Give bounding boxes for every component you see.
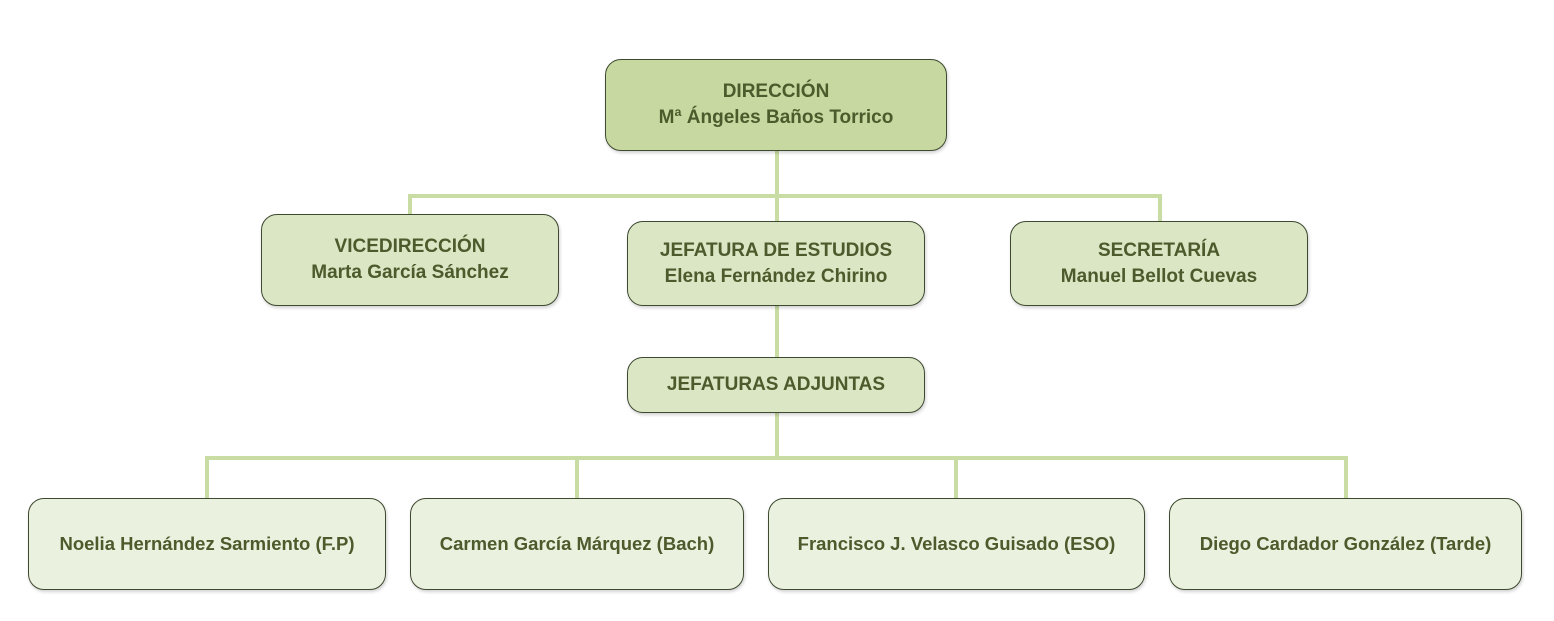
node-vicedireccion-name: Marta García Sánchez [311, 262, 509, 283]
node-vicedireccion: VICEDIRECCIÓN Marta García Sánchez [261, 214, 559, 306]
node-adjunto-diego: Diego Cardador González (Tarde) [1169, 498, 1522, 590]
node-adjunto-label: Noelia Hernández Sarmiento (F.P) [59, 533, 355, 554]
node-jefaturas-adjuntas: JEFATURAS ADJUNTAS [627, 357, 925, 413]
node-jefaturas-adjuntas-title: JEFATURAS ADJUNTAS [666, 374, 886, 395]
node-jefatura-estudios-name: Elena Fernández Chirino [664, 265, 888, 287]
node-direccion-name: Mª Ángeles Baños Torrico [658, 107, 894, 128]
node-vicedireccion-title: VICEDIRECCIÓN [334, 236, 486, 257]
node-adjunto-label: Diego Cardador González (Tarde) [1199, 533, 1492, 554]
node-adjunto-label: Carmen García Márquez (Bach) [439, 533, 715, 554]
node-adjunto-carmen: Carmen García Márquez (Bach) [410, 498, 744, 590]
node-direccion: DIRECCIÓN Mª Ángeles Baños Torrico [605, 59, 947, 151]
node-adjunto-francisco: Francisco J. Velasco Guisado (ESO) [768, 498, 1145, 590]
node-jefatura-estudios: JEFATURA DE ESTUDIOS Elena Fernández Chi… [627, 221, 925, 306]
node-secretaria: SECRETARÍA Manuel Bellot Cuevas [1010, 221, 1308, 306]
node-adjunto-noelia: Noelia Hernández Sarmiento (F.P) [28, 498, 386, 590]
node-adjunto-label: Francisco J. Velasco Guisado (ESO) [797, 533, 1116, 554]
node-secretaria-name: Manuel Bellot Cuevas [1060, 265, 1258, 287]
node-direccion-title: DIRECCIÓN [722, 81, 830, 102]
node-jefatura-estudios-title: JEFATURA DE ESTUDIOS [659, 239, 893, 261]
node-secretaria-title: SECRETARÍA [1097, 239, 1221, 261]
